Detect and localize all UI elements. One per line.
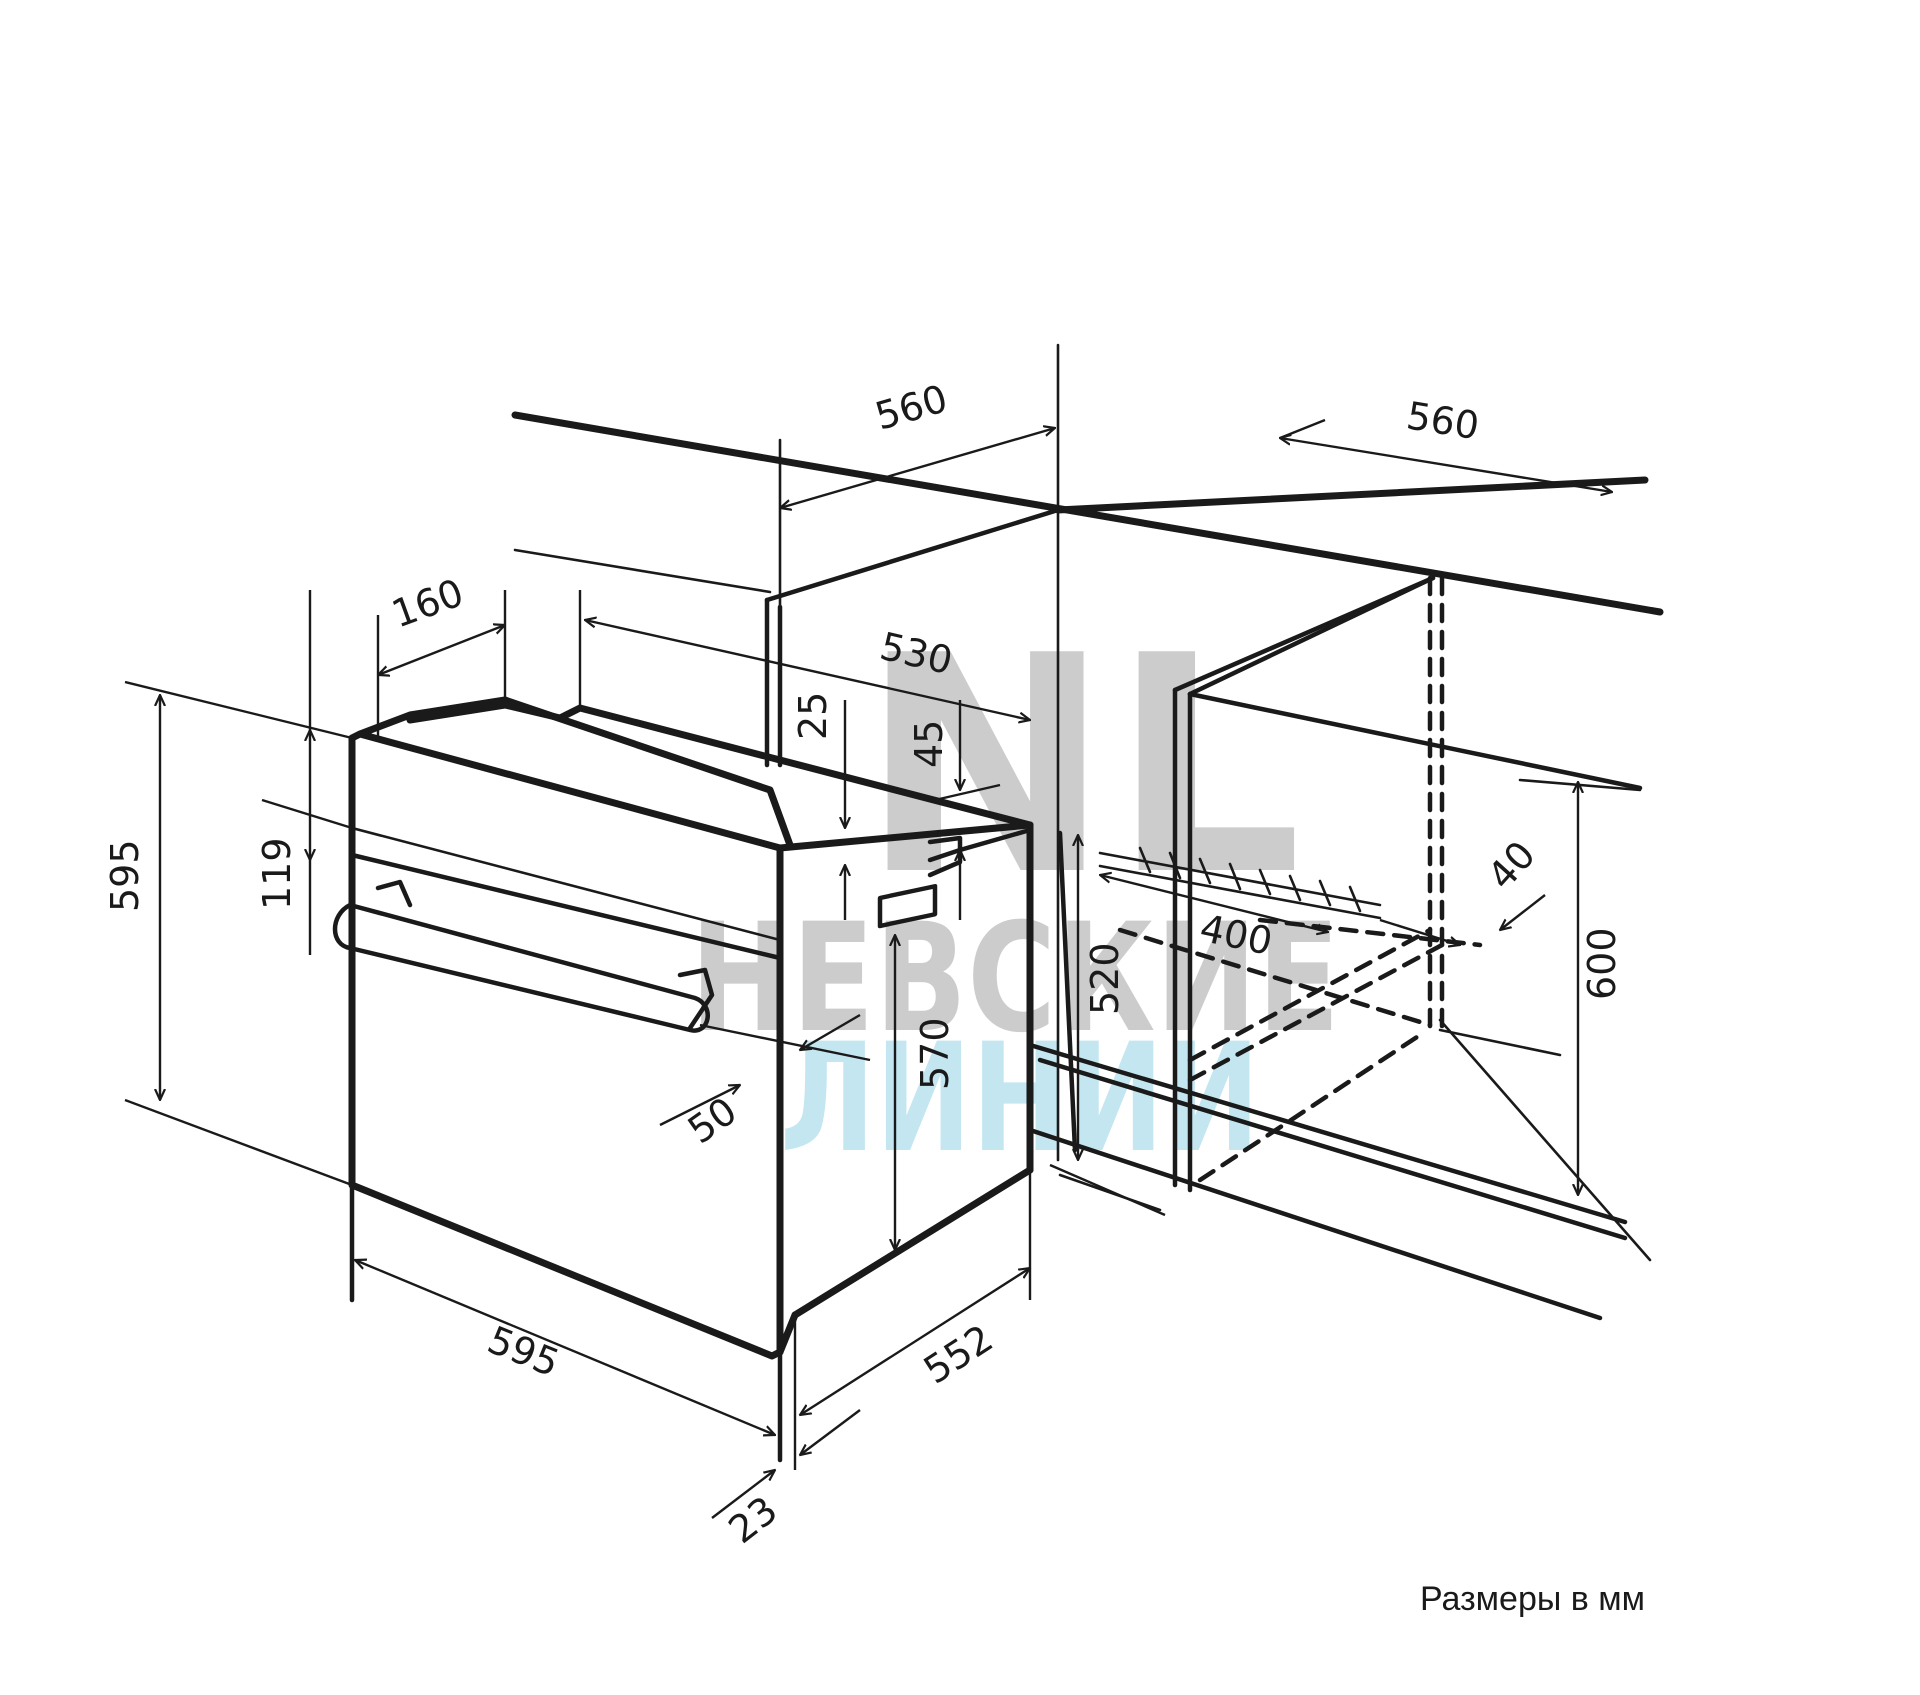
dim-label-cabinet-depth-right: 560 [1404, 393, 1483, 448]
dim-label-back-clearance: 160 [386, 570, 469, 636]
watermark-line2: ЛИНИИ [780, 1012, 1260, 1186]
dim-label-handle-offset: 50 [680, 1089, 745, 1153]
door-handle [332, 879, 715, 1033]
dim-label-niche-height: 520 [1083, 942, 1127, 1015]
dimension-lines [124, 418, 1612, 1519]
side-vent [877, 883, 938, 929]
dim-label-oven-height: 595 [103, 839, 147, 912]
dim-label-top-gap: 25 [791, 692, 835, 740]
dim-label-vent-offset: 45 [907, 720, 951, 768]
dim-label-niche-total-height: 600 [1580, 927, 1624, 1000]
dim-label-cabinet-depth-left: 560 [870, 376, 952, 438]
dim-label-rear-vent-depth: 40 [1479, 833, 1544, 898]
dim-label-panel-height: 119 [255, 837, 299, 910]
dim-label-body-height: 570 [913, 1017, 957, 1090]
dim-label-oven-body-depth: 552 [916, 1316, 1001, 1392]
watermark: NL НЕВСКИЕ ЛИНИИ [690, 592, 1340, 1186]
dim-label-door-thickness: 23 [720, 1488, 785, 1552]
units-note: Размеры в мм [1420, 1580, 1646, 1618]
dim-label-oven-width: 595 [482, 1318, 566, 1386]
